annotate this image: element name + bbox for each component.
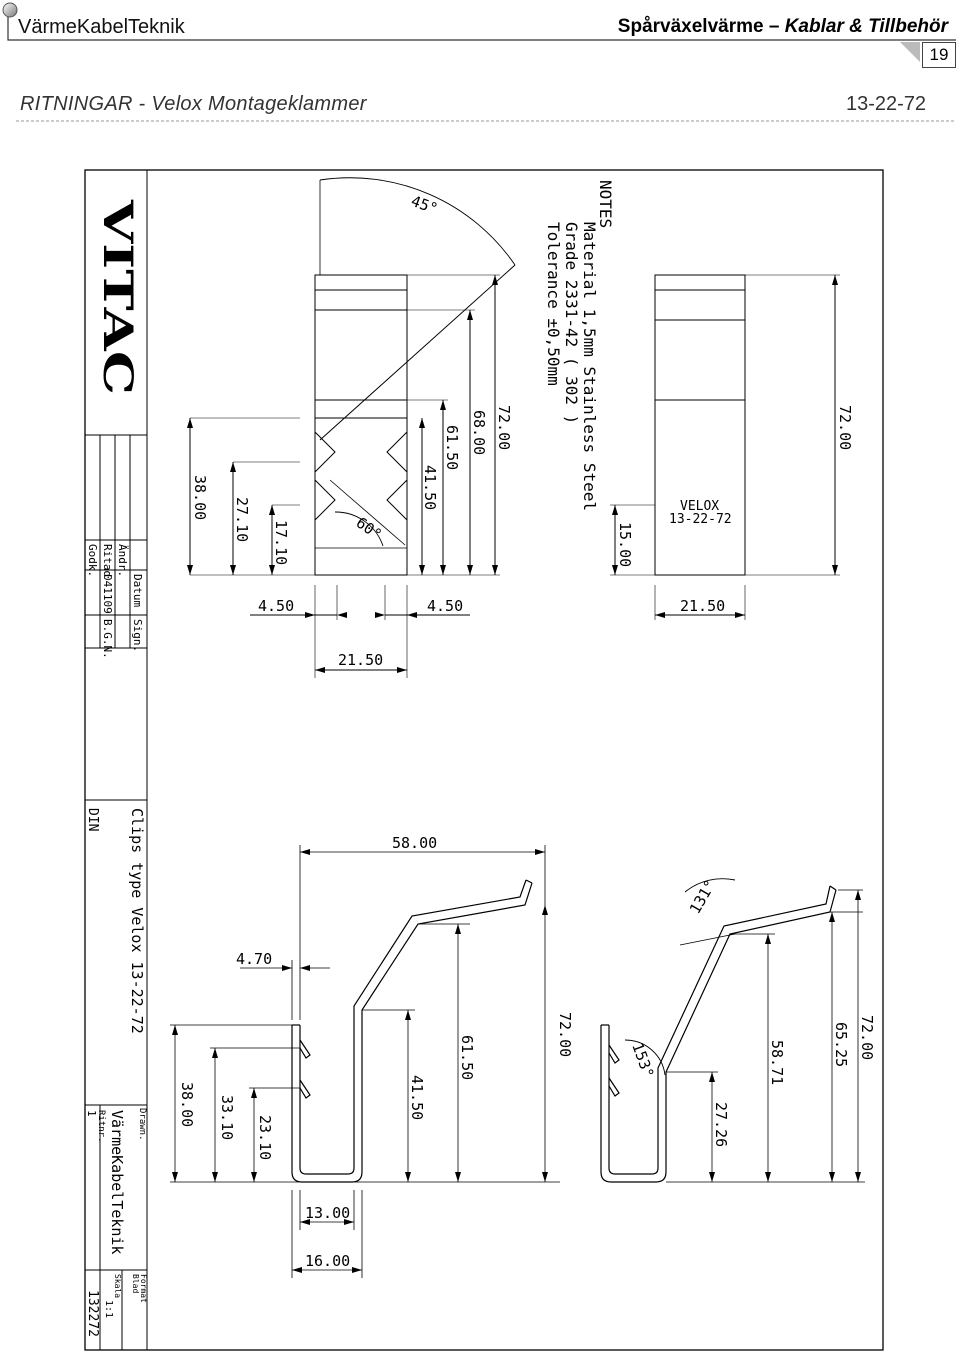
notes-heading: NOTES xyxy=(596,180,615,228)
dim-38-bl: 38.00 xyxy=(178,1082,196,1127)
document-code: 13-22-72 xyxy=(846,93,927,115)
title-skala-value: 1:1 xyxy=(103,1300,114,1318)
profile-left-dims xyxy=(170,845,560,1278)
dim-72-side: 72.00 xyxy=(836,405,854,450)
topic-heading: Spårväxelvärme – Kablar & Tillbehör xyxy=(618,16,948,38)
dim-17-10: 17.10 xyxy=(272,520,290,565)
title-skala-label: Skala xyxy=(113,1274,122,1298)
sheet-border xyxy=(84,169,884,1351)
profile-left-labels: 58.00 4.70 72.00 61.50 41.50 38.00 33.10… xyxy=(178,834,574,1270)
title-standard: DIN xyxy=(85,808,100,831)
dim-38-top: 38.00 xyxy=(191,475,209,520)
profile-left-arrows xyxy=(172,849,548,1273)
dim-68: 68.00 xyxy=(470,410,488,455)
logo-text: VITAC xyxy=(94,199,141,395)
dim-4-50-left: 4.50 xyxy=(258,597,294,615)
dim-21-50-right: 21.50 xyxy=(680,597,725,615)
dim-45deg: 45° xyxy=(409,192,441,218)
dim-13: 13.00 xyxy=(305,1204,350,1222)
dim-153deg: 153° xyxy=(628,1040,657,1080)
front-view xyxy=(189,177,516,678)
dim-33-10: 33.10 xyxy=(218,1095,236,1140)
profile-right-dims xyxy=(666,889,865,1183)
part-label-2: 13-22-72 xyxy=(669,512,732,527)
front-view-arrows xyxy=(187,275,498,673)
dim-61-50-bl: 61.50 xyxy=(458,1035,476,1080)
dim-72-top: 72.00 xyxy=(495,405,513,450)
profile-right-arrows xyxy=(709,890,861,1182)
dim-72-br: 72.00 xyxy=(858,1015,876,1060)
rev-ritad-label: Ritad xyxy=(101,544,114,577)
rev-col-datum: Datum xyxy=(131,574,144,607)
dim-41-50-bl: 41.50 xyxy=(408,1075,426,1120)
dim-41-50-top: 41.50 xyxy=(421,465,439,510)
rev-ritad-sign: B.G.N. xyxy=(101,619,114,659)
dim-27-26: 27.26 xyxy=(712,1102,730,1147)
dim-65-25: 65.25 xyxy=(832,1022,850,1067)
revision-table: Ändr. Datum Sign. Ritad 041109 B.G.N. Go… xyxy=(86,544,144,659)
dim-4-50-right: 4.50 xyxy=(427,597,463,615)
notes-line-2: Grade 2331-42 ( 302 ) xyxy=(562,222,581,424)
rev-ritad-date: 041109 xyxy=(101,574,114,614)
header-bullet xyxy=(2,2,18,18)
title-format-label: Format xyxy=(139,1274,148,1303)
rev-godk-label: Godk. xyxy=(86,544,99,577)
dim-61-50-top: 61.50 xyxy=(443,425,461,470)
dim-16: 16.00 xyxy=(305,1252,350,1270)
topic-italic: Kablar & Tillbehör xyxy=(784,16,948,37)
dim-21-50-left: 21.50 xyxy=(338,651,383,669)
profile-left xyxy=(291,879,533,1183)
dim-58-71: 58.71 xyxy=(768,1040,786,1085)
document-title: RITNINGAR - Velox Montageklammer xyxy=(20,93,367,115)
front-view-dims: 45° 60° 72.00 68.00 61.50 41.50 38.00 27… xyxy=(191,192,513,669)
title-drawn-label: Drawn. xyxy=(137,1108,147,1141)
notes-line-3: Tolerance ±0,50mm xyxy=(544,222,563,386)
part-label-1: VELOX xyxy=(680,499,719,514)
page-number: 19 xyxy=(922,42,956,68)
dim-72-bl: 72.00 xyxy=(556,1012,574,1057)
dim-15: 15.00 xyxy=(616,522,634,567)
notes: NOTES Material 1,5mm Stainless Steel Gra… xyxy=(544,180,615,511)
title-format-bl: Blad xyxy=(131,1274,140,1293)
profile-right xyxy=(600,878,837,1183)
rev-col-sign: Sign. xyxy=(131,619,144,652)
title-number: 132272 xyxy=(85,1290,100,1337)
header-rules xyxy=(7,15,956,122)
topic-dash: – xyxy=(763,16,785,37)
title-ritnr-label: Ritnr. xyxy=(96,1110,106,1143)
brand-name: VärmeKabelTeknik xyxy=(18,16,185,38)
title-block: Clips type Velox 13-22-72 DIN Drawn. Vär… xyxy=(85,808,148,1337)
topic-main: Spårväxelvärme xyxy=(617,16,764,37)
dim-131deg: 131° xyxy=(686,877,720,917)
title-ritnr-value: 1 xyxy=(85,1110,98,1117)
dim-23-10: 23.10 xyxy=(256,1115,274,1160)
dim-4-70: 4.70 xyxy=(236,950,272,968)
dim-58: 58.00 xyxy=(392,834,437,852)
title-strip xyxy=(85,170,148,1350)
title-company: VärmeKabelTeknik xyxy=(108,1110,126,1255)
title-description: Clips type Velox 13-22-72 xyxy=(128,808,146,1034)
notes-line-1: Material 1,5mm Stainless Steel xyxy=(580,222,599,511)
side-view xyxy=(610,274,840,620)
dim-27-10: 27.10 xyxy=(233,497,251,542)
side-view-arrows xyxy=(612,275,838,618)
rev-col-andr: Ändr. xyxy=(116,544,129,577)
side-view-labels: VELOX 13-22-72 15.00 72.00 21.50 xyxy=(616,405,854,615)
